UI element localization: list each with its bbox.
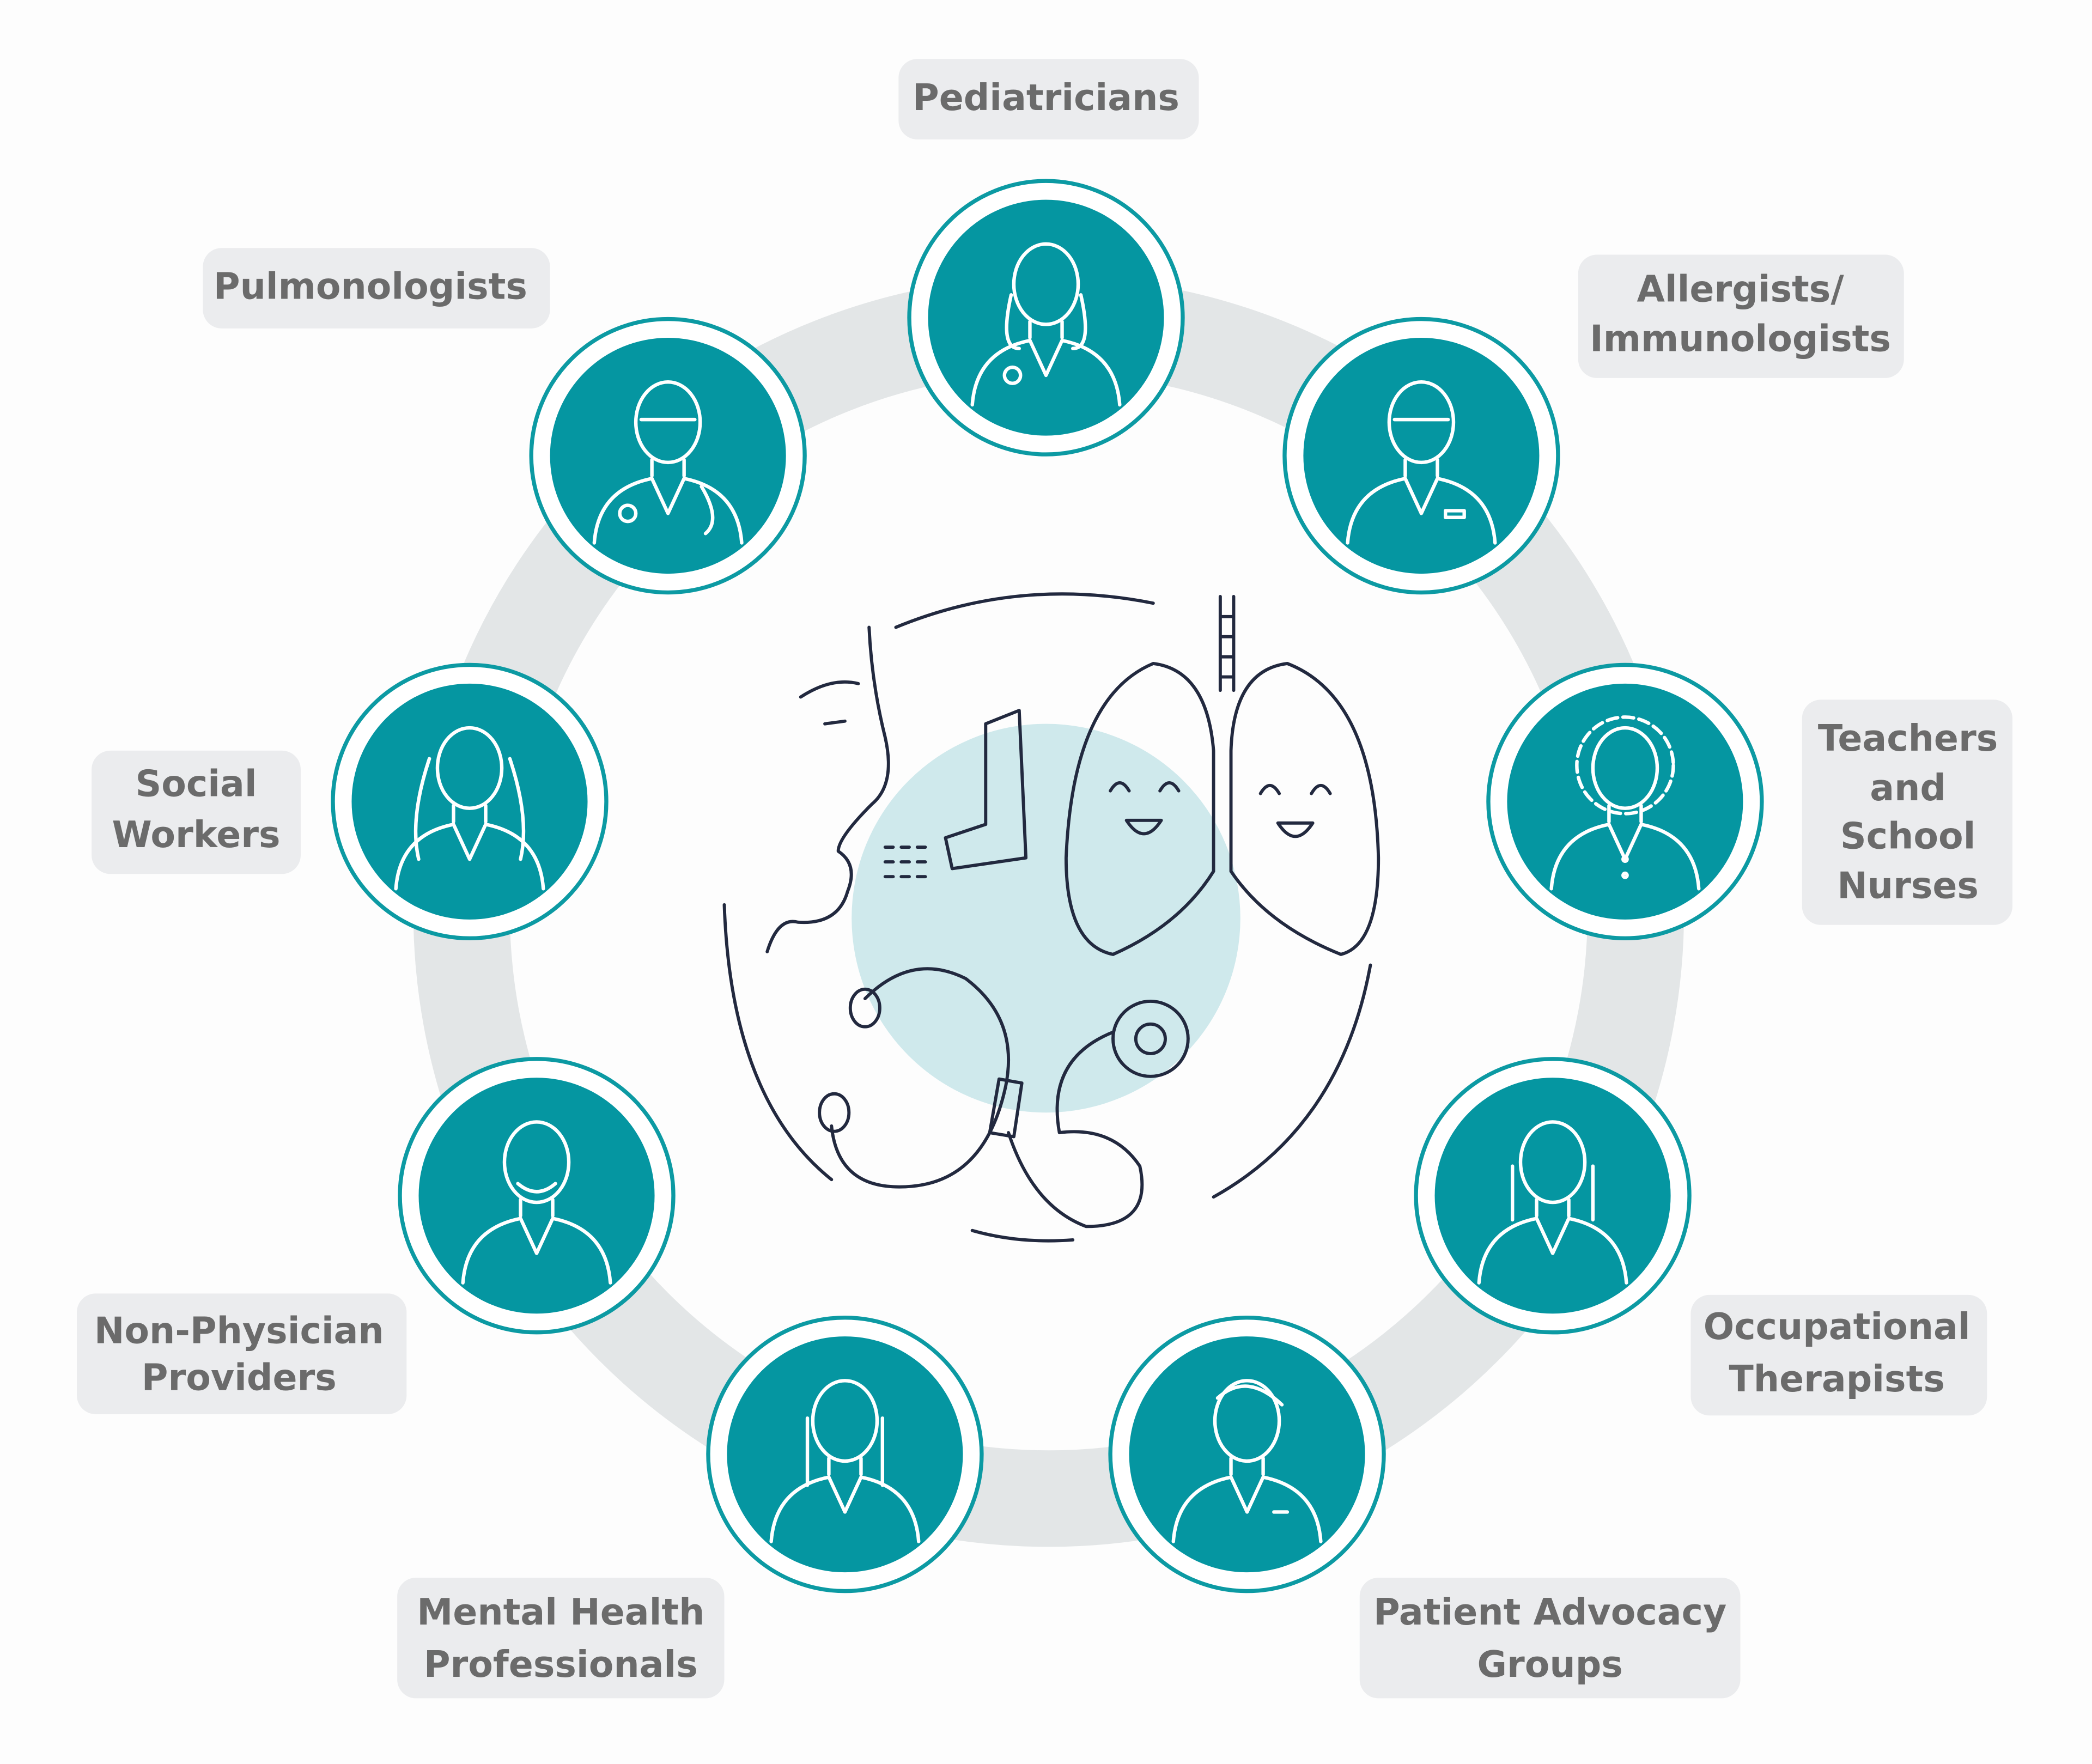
female-doctor-glasses-icon [1348,382,1495,543]
arc-top [894,592,1155,629]
curly-hair-woman-icon [1552,715,1699,889]
breath-icon [883,845,927,879]
role-advocacy: Patient Advocacy Groups [1108,1315,1741,1699]
label-nonphysician-line1: Non-Physician [94,1309,384,1352]
label-nonphysician-line2: Providers [142,1357,337,1399]
label-occupational-line1: Occupational [1704,1305,1971,1348]
label-teachers-line1: Teachers [1818,717,1998,759]
role-pediatricians: Pediatricians [898,59,1199,457]
arc-left [722,903,834,1182]
arc-bottom [970,1228,1075,1243]
asthma-illustration [722,592,1381,1243]
label-teachers-line2: and [1870,767,1946,809]
label-mental-line2: Professionals [424,1643,698,1686]
label-pediatricians: Pediatricians [913,76,1179,119]
person-short-hair-icon [1173,1380,1321,1541]
label-pulmonologists: Pulmonologists [214,265,527,308]
label-advocacy-line1: Patient Advocacy [1373,1591,1726,1633]
female-doctor-icon [972,244,1120,405]
eye-icon [799,680,860,726]
role-mental-health: Mental Health Professionals [397,1315,984,1699]
label-teachers-line3: School [1840,814,1976,857]
happy-face-icon [1258,783,1332,838]
arc-right [1212,963,1372,1199]
bearded-man-icon [463,1122,611,1282]
label-mental-line1: Mental Health [417,1591,704,1633]
role-non-physician: Non-Physician Providers [77,1057,676,1414]
female-clinician-icon [1479,1122,1627,1282]
role-social-workers: Social Workers [92,662,609,941]
happy-face-icon [1109,781,1181,836]
long-hair-woman-icon [396,728,544,889]
label-allergists-line1: Allergists/ [1637,268,1844,311]
role-teachers: Teachers and School Nurses [1486,662,2013,941]
role-pulmonologists: Pulmonologists [203,248,807,595]
left-lung-icon [1064,661,1215,956]
role-allergists: Allergists/ Immunologists [1282,254,1904,595]
label-teachers-line4: Nurses [1837,865,1979,907]
female-professional-icon [771,1380,919,1541]
stethoscope-icon [830,967,1011,1189]
role-occupational: Occupational Therapists [1414,1057,1987,1416]
center-circle [852,723,1240,1113]
label-advocacy-line2: Groups [1477,1643,1623,1686]
trachea-icon [1218,594,1236,692]
male-doctor-glasses-icon [594,382,742,543]
label-allergists-line2: Immunologists [1590,318,1891,360]
face-profile-icon [765,625,890,953]
inhaler-icon [944,709,1028,871]
label-occupational-line2: Therapists [1729,1358,1945,1400]
right-lung-icon [1229,661,1381,956]
label-social-line2: Workers [112,813,281,856]
label-social-line1: Social [135,763,257,805]
